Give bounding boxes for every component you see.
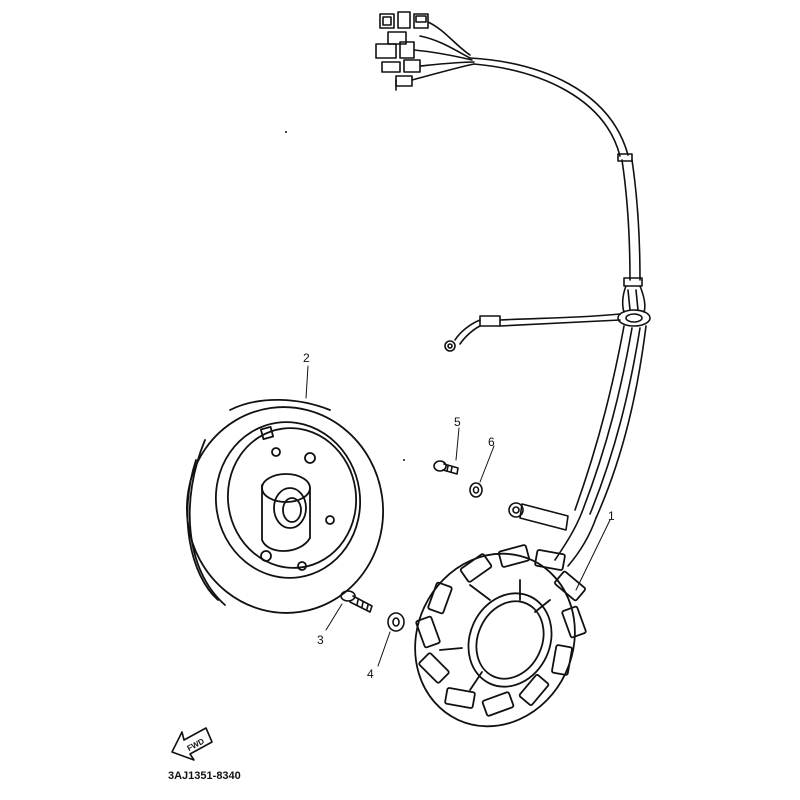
- callout-1: 1: [608, 509, 615, 523]
- callout-3: 3: [317, 633, 324, 647]
- rotor-assembly: [186, 398, 384, 614]
- speck: [285, 131, 287, 133]
- washer-part-4: [387, 612, 405, 632]
- speck: [403, 459, 405, 461]
- connector-bundle: [375, 11, 475, 91]
- wire-harness: [444, 57, 651, 567]
- fwd-arrow-icon: FWD: [171, 727, 213, 761]
- washer-part-6: [469, 482, 483, 498]
- callout-6: 6: [488, 435, 495, 449]
- bolt-part-5: [433, 460, 459, 475]
- bolt-part-3: [340, 590, 373, 613]
- callout-5: 5: [454, 415, 461, 429]
- stator-assembly: [414, 544, 587, 728]
- callout-2: 2: [303, 351, 310, 365]
- callout-4: 4: [367, 667, 374, 681]
- callout-leaders: [305, 365, 611, 667]
- diagram-code: 3AJ1351-8340: [168, 770, 241, 782]
